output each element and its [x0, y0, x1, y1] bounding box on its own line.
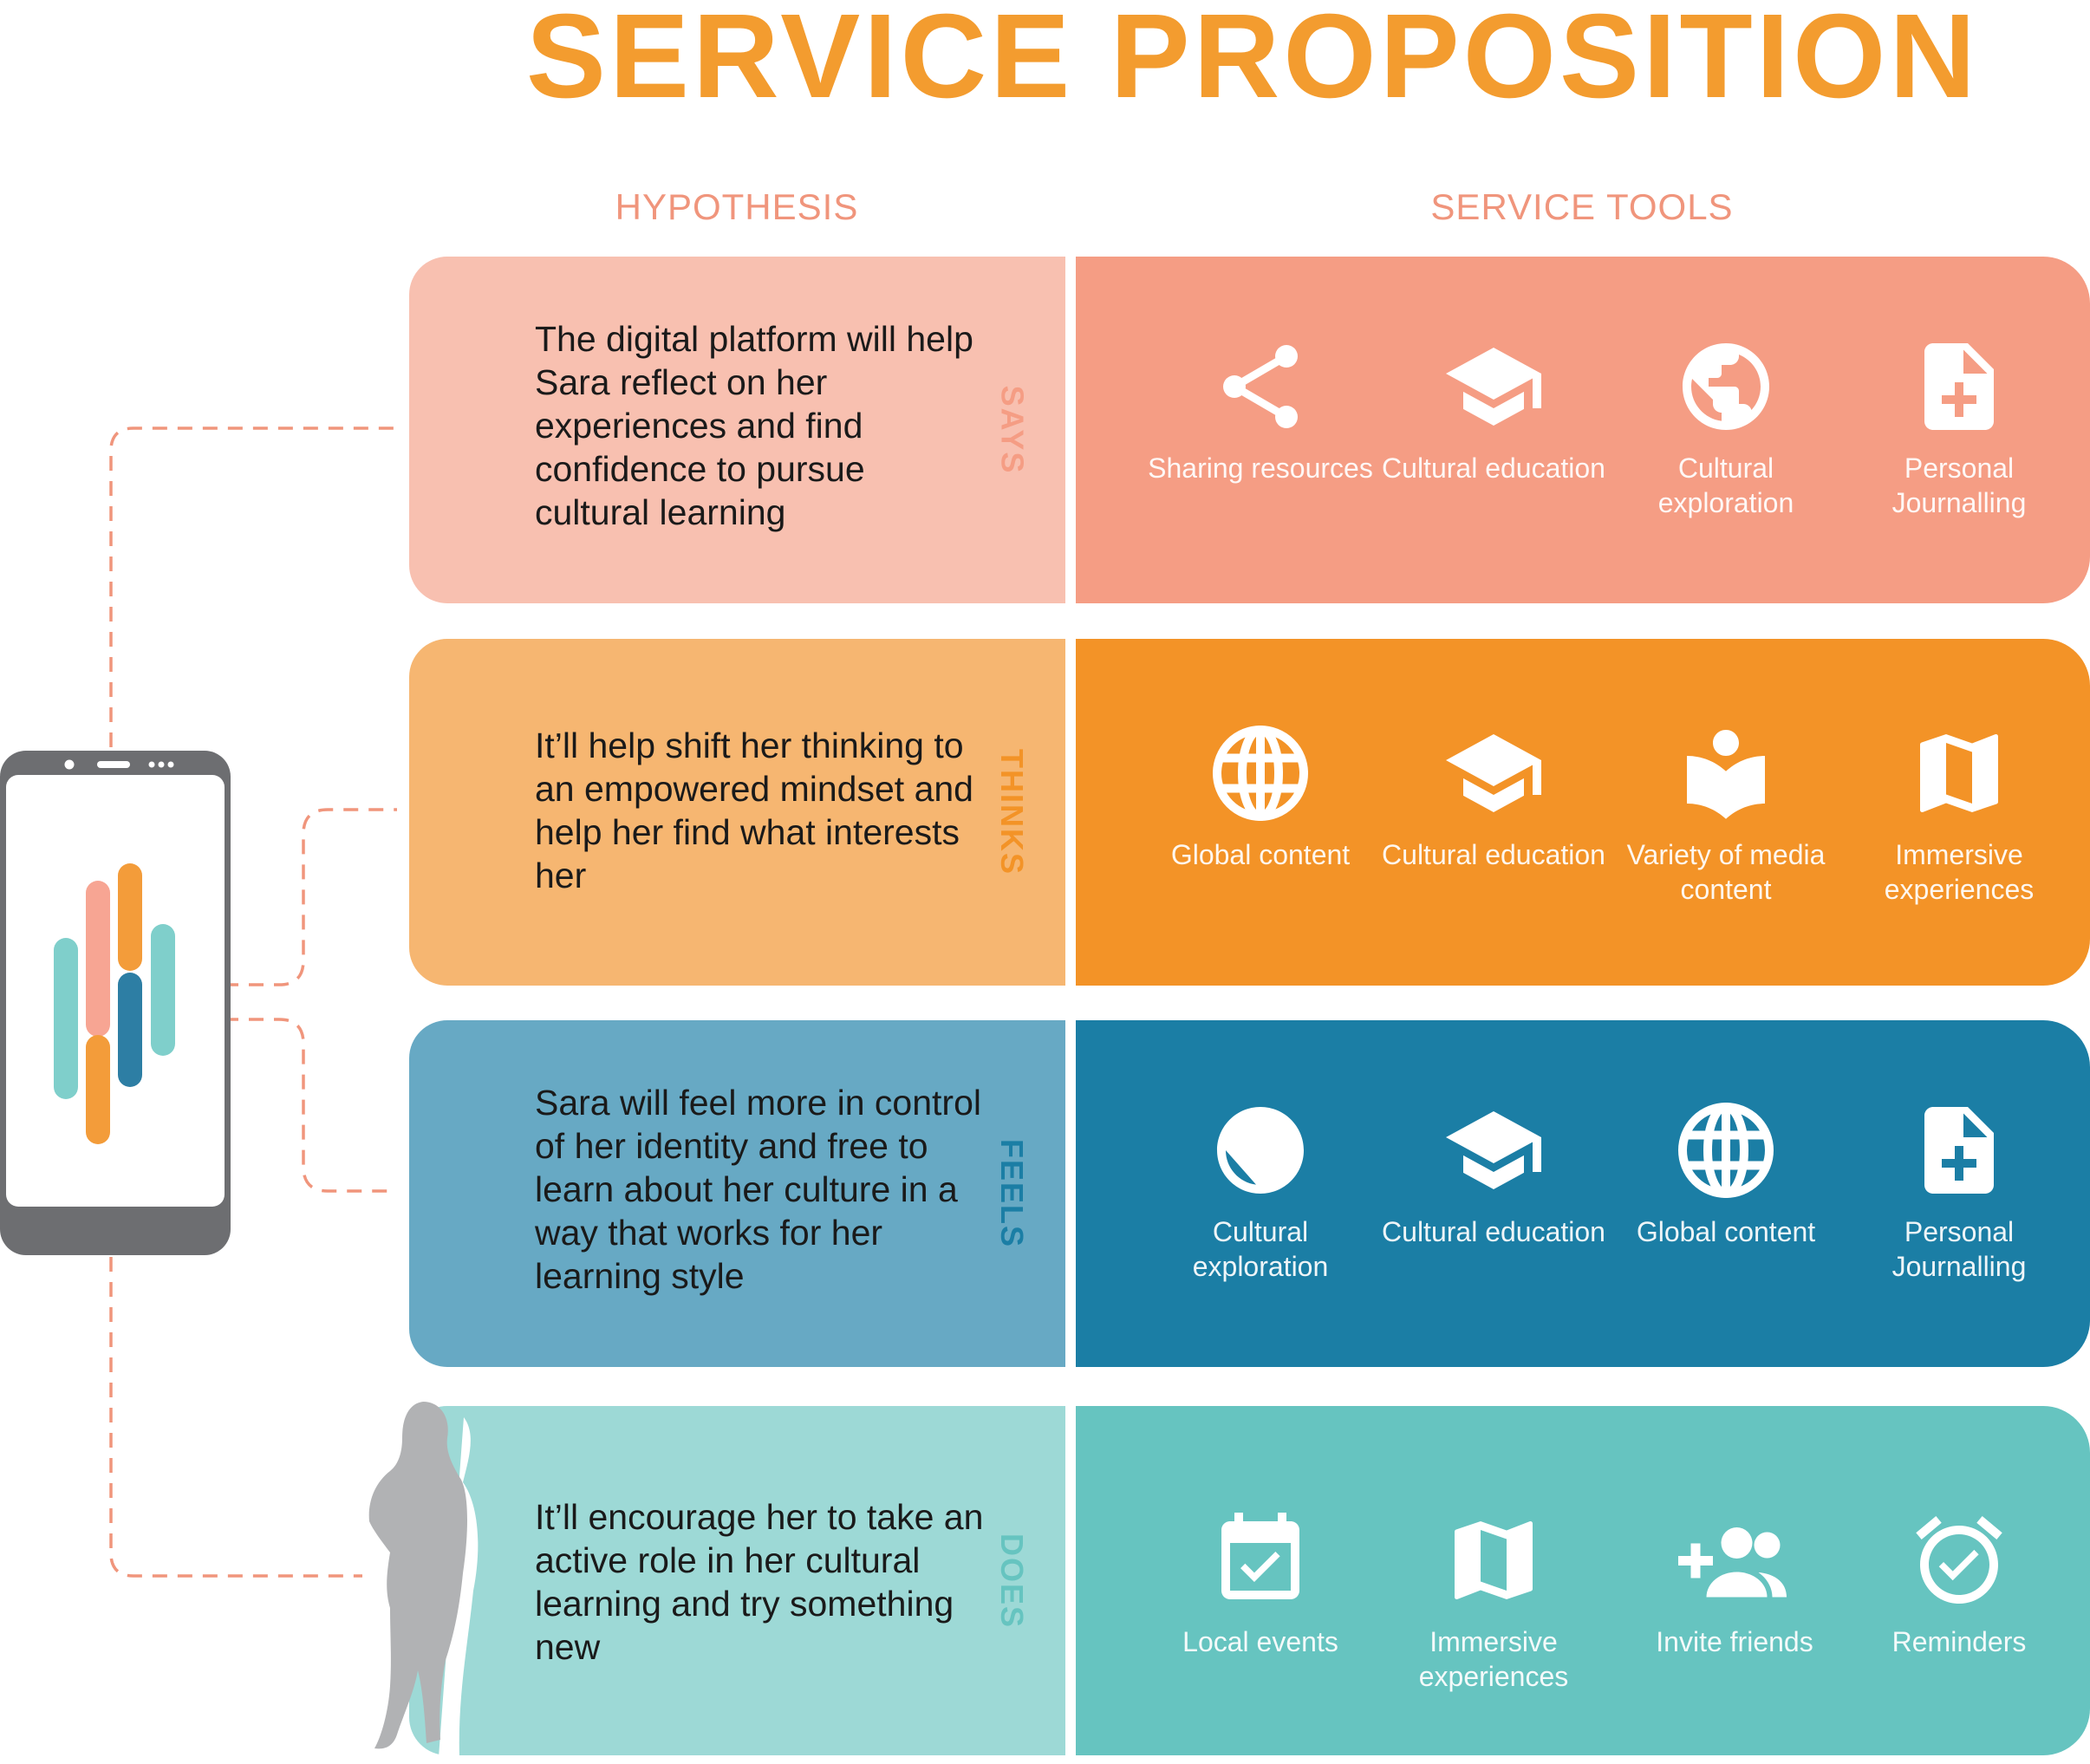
tool-label: Cultural education: [1382, 1216, 1605, 1247]
tool-label: Personal Journalling: [1891, 452, 2027, 518]
note-add-icon: [1924, 343, 1994, 430]
tool-reminders: Reminders: [1842, 1508, 2076, 1659]
tool-label: Cultural exploration: [1192, 1216, 1329, 1282]
calendar-check-icon: [1221, 1513, 1299, 1599]
tool-global-content: Global content: [1609, 1098, 1843, 1249]
note-add-icon: [1924, 1107, 1994, 1194]
service-tools-card-says: Sharing resources Cultural education Cul…: [1076, 257, 2090, 603]
tool-variety-of-media-content: Variety of media content: [1609, 721, 1843, 907]
row-label-feels: FEELS: [994, 1138, 1031, 1249]
hypothesis-text: The digital platform will help Sara refl…: [535, 319, 973, 532]
hypothesis-text: It’ll encourage her to take an active ro…: [535, 1497, 984, 1667]
tool-label: Cultural exploration: [1657, 452, 1794, 518]
graduation-cap-icon: [1446, 734, 1541, 812]
service-tools-column-header: SERVICE TOOLS: [1430, 186, 1734, 227]
hypothesis-card-says: The digital platform will help Sara refl…: [409, 257, 1065, 603]
globe-grid-icon: [1678, 1103, 1774, 1198]
row-label-says: SAYS: [994, 385, 1031, 475]
person-silhouette: [368, 1402, 479, 1757]
tool-cultural-exploration: Cultural exploration: [1609, 335, 1843, 520]
tool-label: Cultural education: [1382, 839, 1605, 870]
tool-personal-journalling: Personal Journalling: [1842, 1098, 2076, 1284]
tool-cultural-education: Cultural education: [1377, 721, 1611, 872]
tool-invite-friends: Invite friends: [1618, 1508, 1852, 1659]
tool-sharing-resources: Sharing resources: [1143, 335, 1377, 485]
graduation-cap-icon: [1446, 348, 1541, 426]
tool-label: Reminders: [1891, 1626, 2027, 1657]
hypothesis-text: It’ll help shift her thinking to an empo…: [535, 726, 973, 895]
tool-personal-journalling: Personal Journalling: [1842, 335, 2076, 520]
tool-cultural-education: Cultural education: [1377, 1098, 1611, 1249]
connector-lines: [109, 426, 397, 1578]
tool-cultural-education: Cultural education: [1377, 335, 1611, 485]
tool-cultural-exploration: Cultural exploration: [1143, 1098, 1377, 1284]
map-icon: [1455, 1521, 1533, 1599]
earth-icon: [1217, 1107, 1304, 1194]
invite-friends-icon: [1678, 1527, 1787, 1598]
tool-immersive-experiences: Immersive experiences: [1377, 1508, 1611, 1694]
row-label-does: DOES: [994, 1533, 1030, 1629]
row-label-thinks: THINKS: [994, 749, 1030, 875]
graduation-cap-icon: [1446, 1111, 1541, 1189]
service-tools-card-feels: Cultural exploration Cultural education …: [1076, 1020, 2090, 1367]
tool-label: Immersive experiences: [1884, 839, 2035, 905]
tool-label: Invite friends: [1656, 1626, 1813, 1657]
hypothesis-text: Sara will feel more in control of her id…: [535, 1083, 981, 1296]
alarm-icon: [1916, 1516, 2002, 1604]
app-logo: [54, 863, 175, 1144]
tool-label: Global content: [1636, 1216, 1816, 1247]
hypothesis-card-does: It’ll encourage her to take an active ro…: [409, 1406, 1065, 1755]
globe-grid-icon: [1213, 726, 1308, 821]
service-tools-card-does: Local events Immersive experiences Invit…: [1076, 1406, 2090, 1755]
tool-global-content: Global content: [1143, 721, 1377, 872]
phone-illustration: [0, 751, 231, 1255]
earth-icon: [1683, 343, 1769, 430]
tool-label: Immersive experiences: [1418, 1626, 1569, 1692]
reader-book-icon: [1687, 730, 1765, 819]
hypothesis-card-feels: Sara will feel more in control of her id…: [409, 1020, 1065, 1367]
tool-label: Cultural education: [1382, 452, 1605, 484]
tool-label: Personal Journalling: [1891, 1216, 2027, 1282]
page-title: SERVICE PROPOSITION: [525, 0, 1980, 123]
hypothesis-column-header: HYPOTHESIS: [615, 186, 859, 227]
hypothesis-card-thinks: It’ll help shift her thinking to an empo…: [409, 639, 1065, 986]
share-icon: [1223, 345, 1298, 428]
tool-label: Sharing resources: [1148, 452, 1373, 484]
tool-local-events: Local events: [1143, 1508, 1377, 1659]
tool-label: Variety of media content: [1626, 839, 1826, 905]
map-icon: [1920, 734, 1998, 812]
tool-immersive-experiences: Immersive experiences: [1842, 721, 2076, 907]
tool-label: Global content: [1170, 839, 1351, 870]
tool-label: Local events: [1182, 1626, 1338, 1657]
service-tools-card-thinks: Global content Cultural education Variet…: [1076, 639, 2090, 986]
